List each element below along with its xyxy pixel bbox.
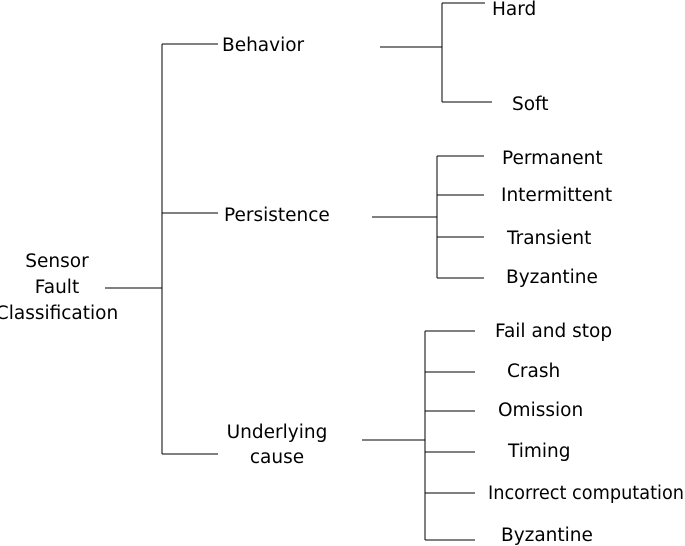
leaf-fail-and-stop: Fail and stop: [495, 321, 612, 342]
root-label-line-1: Sensor: [25, 251, 89, 272]
category-underlying-cause-label-line-1: Underlying: [227, 422, 328, 443]
leaf-crash: Crash: [507, 361, 560, 382]
category-behavior-label: Behavior: [222, 35, 305, 56]
leaf-transient: Transient: [506, 228, 591, 249]
leaf-soft: Soft: [512, 94, 549, 115]
root-node: Sensor Fault Classification: [0, 251, 118, 324]
category-underlying-cause-label-line-2: cause: [250, 447, 304, 468]
leaf-byzantine-cause: Byzantine: [501, 525, 593, 546]
category-persistence-label: Persistence: [224, 205, 330, 226]
leaf-permanent: Permanent: [502, 148, 603, 169]
root-label-line-3: Classification: [0, 303, 118, 324]
leaf-omission: Omission: [498, 400, 583, 421]
leaf-byzantine-persistence: Byzantine: [506, 267, 598, 288]
root-connectors: [105, 43, 218, 455]
leaf-timing: Timing: [507, 441, 571, 462]
category-persistence: Persistence Permanent Intermittent Trans…: [224, 148, 612, 288]
root-label-line-2: Fault: [35, 277, 79, 298]
category-behavior: Behavior Hard Soft: [222, 0, 549, 115]
leaf-incorrect-computation: Incorrect computation: [488, 483, 684, 504]
leaf-hard: Hard: [492, 0, 536, 20]
leaf-intermittent: Intermittent: [501, 185, 612, 206]
category-underlying-cause: Underlying cause Fail and stop Crash Omi…: [227, 321, 684, 546]
